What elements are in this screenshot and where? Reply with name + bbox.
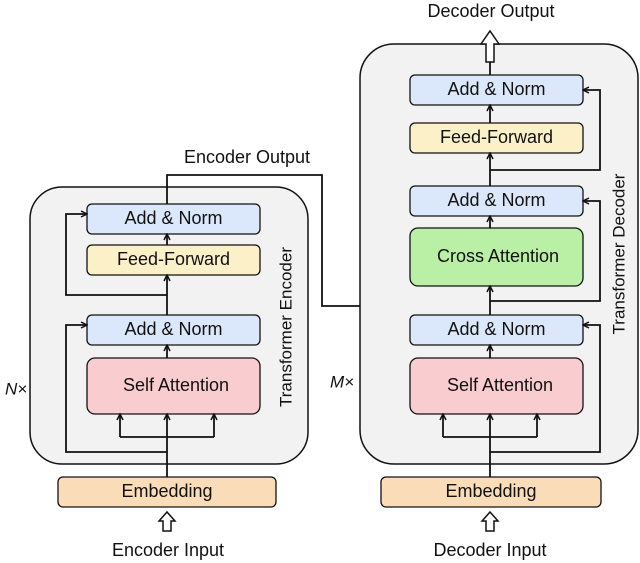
decoder-add-norm-bottom-label: Add & Norm: [447, 319, 545, 339]
decoder-input-label: Decoder Input: [433, 540, 546, 560]
encoder-add-norm-bottom-box: [86, 314, 261, 346]
encoder-feed-forward-box: [86, 244, 261, 276]
decoder-side-label: Transformer Decoder: [609, 173, 628, 334]
decoder-add-norm-top-label: Add & Norm: [447, 79, 545, 99]
encoder-add-norm-top-box: [86, 203, 261, 235]
decoder-feed-forward-box: [409, 122, 584, 154]
encoder-self-attention-label: Self Attention: [123, 375, 229, 395]
encoder-repeat-label: N×: [5, 379, 27, 398]
decoder-feed-forward-label: Feed-Forward: [440, 127, 553, 147]
encoder-embedding-label: Embedding: [121, 481, 212, 501]
encoder-add-norm-top-label: Add & Norm: [124, 208, 222, 228]
encoder-self-attention-box: [86, 357, 261, 415]
encoder-input-label: Encoder Input: [112, 540, 224, 560]
encoder-input-arrow-icon: [157, 510, 177, 532]
decoder-self-attention-box: [409, 357, 584, 415]
encoder-side-label: Transformer Encoder: [276, 247, 295, 407]
encoder-add-norm-bottom-label: Add & Norm: [124, 319, 222, 339]
decoder-embedding-label: Embedding: [445, 481, 536, 501]
decoder-connections: [443, 62, 601, 477]
decoder-input-arrow-icon: [480, 510, 500, 532]
decoder-cross-attention-box: [409, 227, 584, 287]
decoder-embedding-box: [380, 476, 602, 508]
decoder-output-label: Decoder Output: [427, 1, 554, 21]
decoder-add-norm-bottom-box: [409, 314, 584, 346]
decoder-cross-attention-label: Cross Attention: [437, 246, 559, 266]
encoder-output-label: Encoder Output: [184, 147, 310, 167]
decoder-output-arrow-icon: [479, 29, 501, 63]
decoder-add-norm-mid-label: Add & Norm: [447, 190, 545, 210]
decoder-self-attention-label: Self Attention: [447, 375, 553, 395]
encoder-feed-forward-label: Feed-Forward: [117, 249, 230, 269]
decoder-repeat-label: M×: [330, 372, 354, 391]
